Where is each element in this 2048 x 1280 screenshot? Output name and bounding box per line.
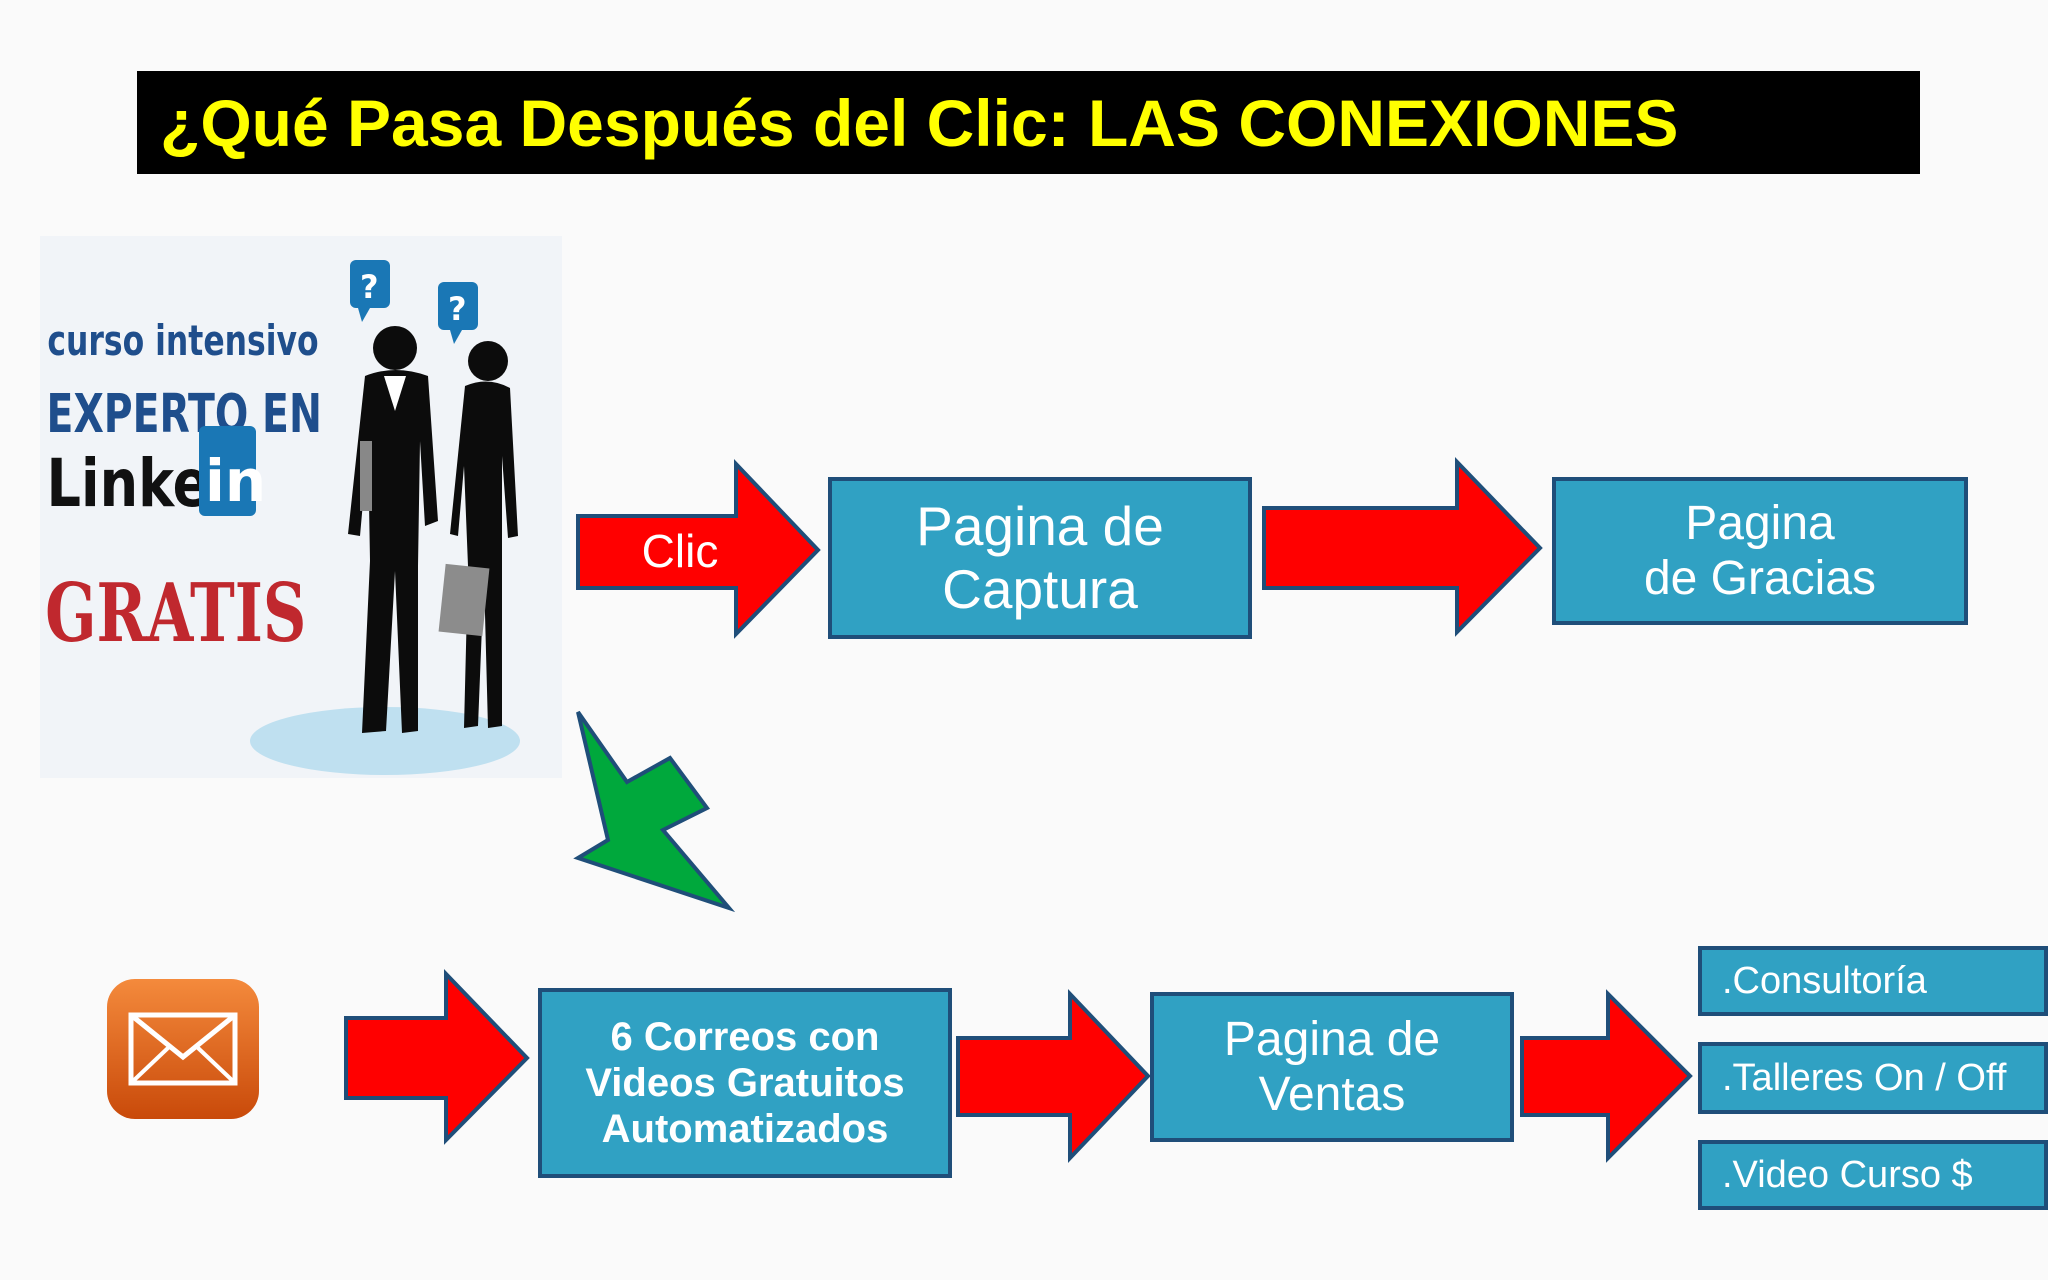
offer-label: .Consultoría [1722, 959, 1927, 1002]
return-arrow-green [573, 710, 736, 913]
promo-line1: curso intensivo [47, 317, 318, 366]
question-bubble-icon: ? [350, 260, 390, 322]
offer-workshops: .Talleres On / Off [1698, 1042, 2048, 1114]
briefcase-icon [438, 563, 490, 637]
promo-illustration: curso intensivo EXPERTO EN Linked in GRA… [45, 260, 520, 775]
businesswoman-silhouette [450, 341, 518, 728]
linkedin-course-image: curso intensivo EXPERTO EN Linked in GRA… [40, 236, 562, 778]
folder-icon [360, 441, 372, 511]
promo-line4: GRATIS [45, 565, 306, 660]
promo-brand-badge: in [205, 447, 266, 515]
question-mark: ? [448, 290, 467, 328]
page-title: ¿Qué Pasa Después del Clic: LAS CONEXION… [160, 85, 1679, 160]
sales-page-box: Pagina de Ventas [1150, 992, 1514, 1142]
arrow-sales-to-offers [1520, 989, 1693, 1163]
offer-label: .Talleres On / Off [1722, 1056, 2007, 1099]
capture-page-label: Pagina de Captura [916, 494, 1164, 620]
thanks-page-box: Pagina de Gracias [1552, 477, 1968, 625]
title-bar: ¿Qué Pasa Después del Clic: LAS CONEXION… [137, 71, 1920, 174]
arrow-capture-to-thanks [1262, 457, 1543, 637]
emails-label: 6 Correos con Videos Gratuitos Automatiz… [585, 1015, 905, 1151]
click-arrow [576, 459, 821, 639]
offer-video-course: .Video Curso $ [1698, 1140, 2048, 1210]
capture-page-box: Pagina de Captura [828, 477, 1252, 639]
ground-shadow [250, 707, 520, 775]
offer-consulting: .Consultoría [1698, 946, 2048, 1016]
question-mark: ? [360, 268, 379, 306]
question-bubble-icon: ? [438, 282, 478, 344]
linkedin-badge [199, 426, 256, 516]
emails-box: 6 Correos con Videos Gratuitos Automatiz… [538, 988, 952, 1178]
thanks-page-label: Pagina de Gracias [1643, 496, 1877, 605]
sales-page-label: Pagina de Ventas [1223, 1012, 1441, 1121]
arrow-mail-to-emails [344, 969, 530, 1145]
arrow-emails-to-sales [956, 988, 1151, 1164]
promo-line2: EXPERTO EN [47, 383, 322, 446]
offer-label: .Video Curso $ [1722, 1153, 1973, 1196]
click-label: Clic [642, 525, 719, 577]
envelope-icon [103, 975, 263, 1125]
